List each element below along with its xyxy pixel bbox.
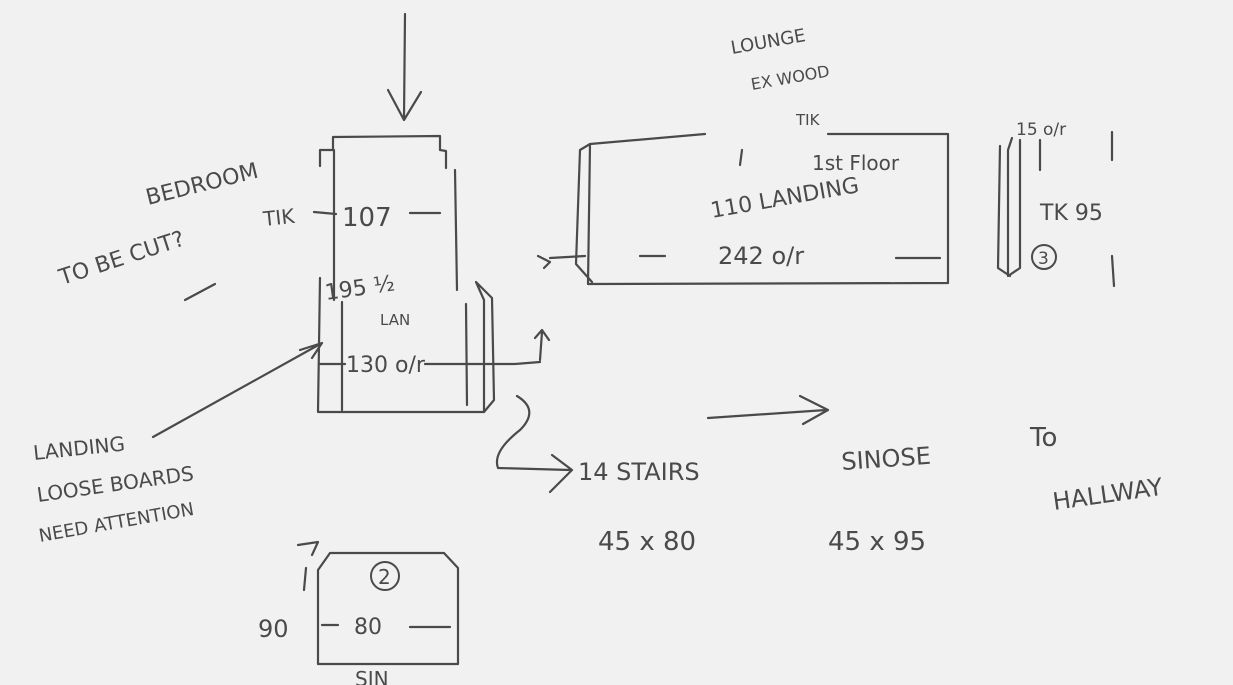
label-lounge-2: EX WOOD [749,61,831,94]
dim-80-line [320,623,452,629]
label-landing-110: 110 LANDING [709,173,861,224]
bedroom-block [318,134,459,302]
entry-arrow [386,12,423,122]
sketch-labels: BEDROOM TO BE CUT? TIK 107 195 ½ LAN 130… [32,25,1165,685]
circle-2 [370,561,400,591]
label-circle-3: 3 [1038,249,1049,269]
landing-pointer [151,341,324,439]
label-bedroom: BEDROOM [143,159,260,211]
label-landing-2: LOOSE BOARDS [35,461,195,507]
right-box [996,130,1116,288]
label-sinose: SINOSE [840,442,931,476]
label-130: 130 o/r [346,353,426,378]
label-80: 80 [354,615,382,640]
label-15: 15 o/r [1016,120,1066,140]
tik-line [312,210,442,216]
hallway-arrow [706,394,830,426]
label-lan: LAN [380,311,410,329]
label-45x80: 45 x 80 [598,527,696,557]
label-lounge-1: LOUNGE [729,25,807,59]
dim-242-line [536,254,942,270]
label-hallway: HALLWAY [1051,473,1165,516]
small-box [296,540,460,666]
label-to: To [1029,423,1057,453]
landing-block [316,276,496,414]
label-242: 242 o/r [718,242,804,270]
label-lounge-3: TIK [795,111,821,129]
label-circle-2: 2 [378,565,391,589]
circle-3 [1031,244,1057,270]
label-45x95: 45 x 95 [828,527,926,557]
stair-turn-arrow [495,394,574,494]
label-first-floor: 1st Floor [812,151,900,175]
tick-marks [183,282,217,302]
sketch-lines [151,12,1116,666]
label-to-be-cut: TO BE CUT? [55,227,188,291]
label-landing-1: LANDING [32,431,126,464]
label-tk95: TK 95 [1039,201,1103,226]
label-landing-3: NEED ATTENTION [37,499,195,547]
dim-130-line [318,328,551,366]
label-90: 90 [258,615,289,643]
label-tik: TIK [261,204,296,231]
lounge-rect [574,132,950,286]
label-sin: SIN [355,667,389,685]
label-107: 107 [342,203,392,233]
label-14-stairs: 14 STAIRS [578,458,700,486]
